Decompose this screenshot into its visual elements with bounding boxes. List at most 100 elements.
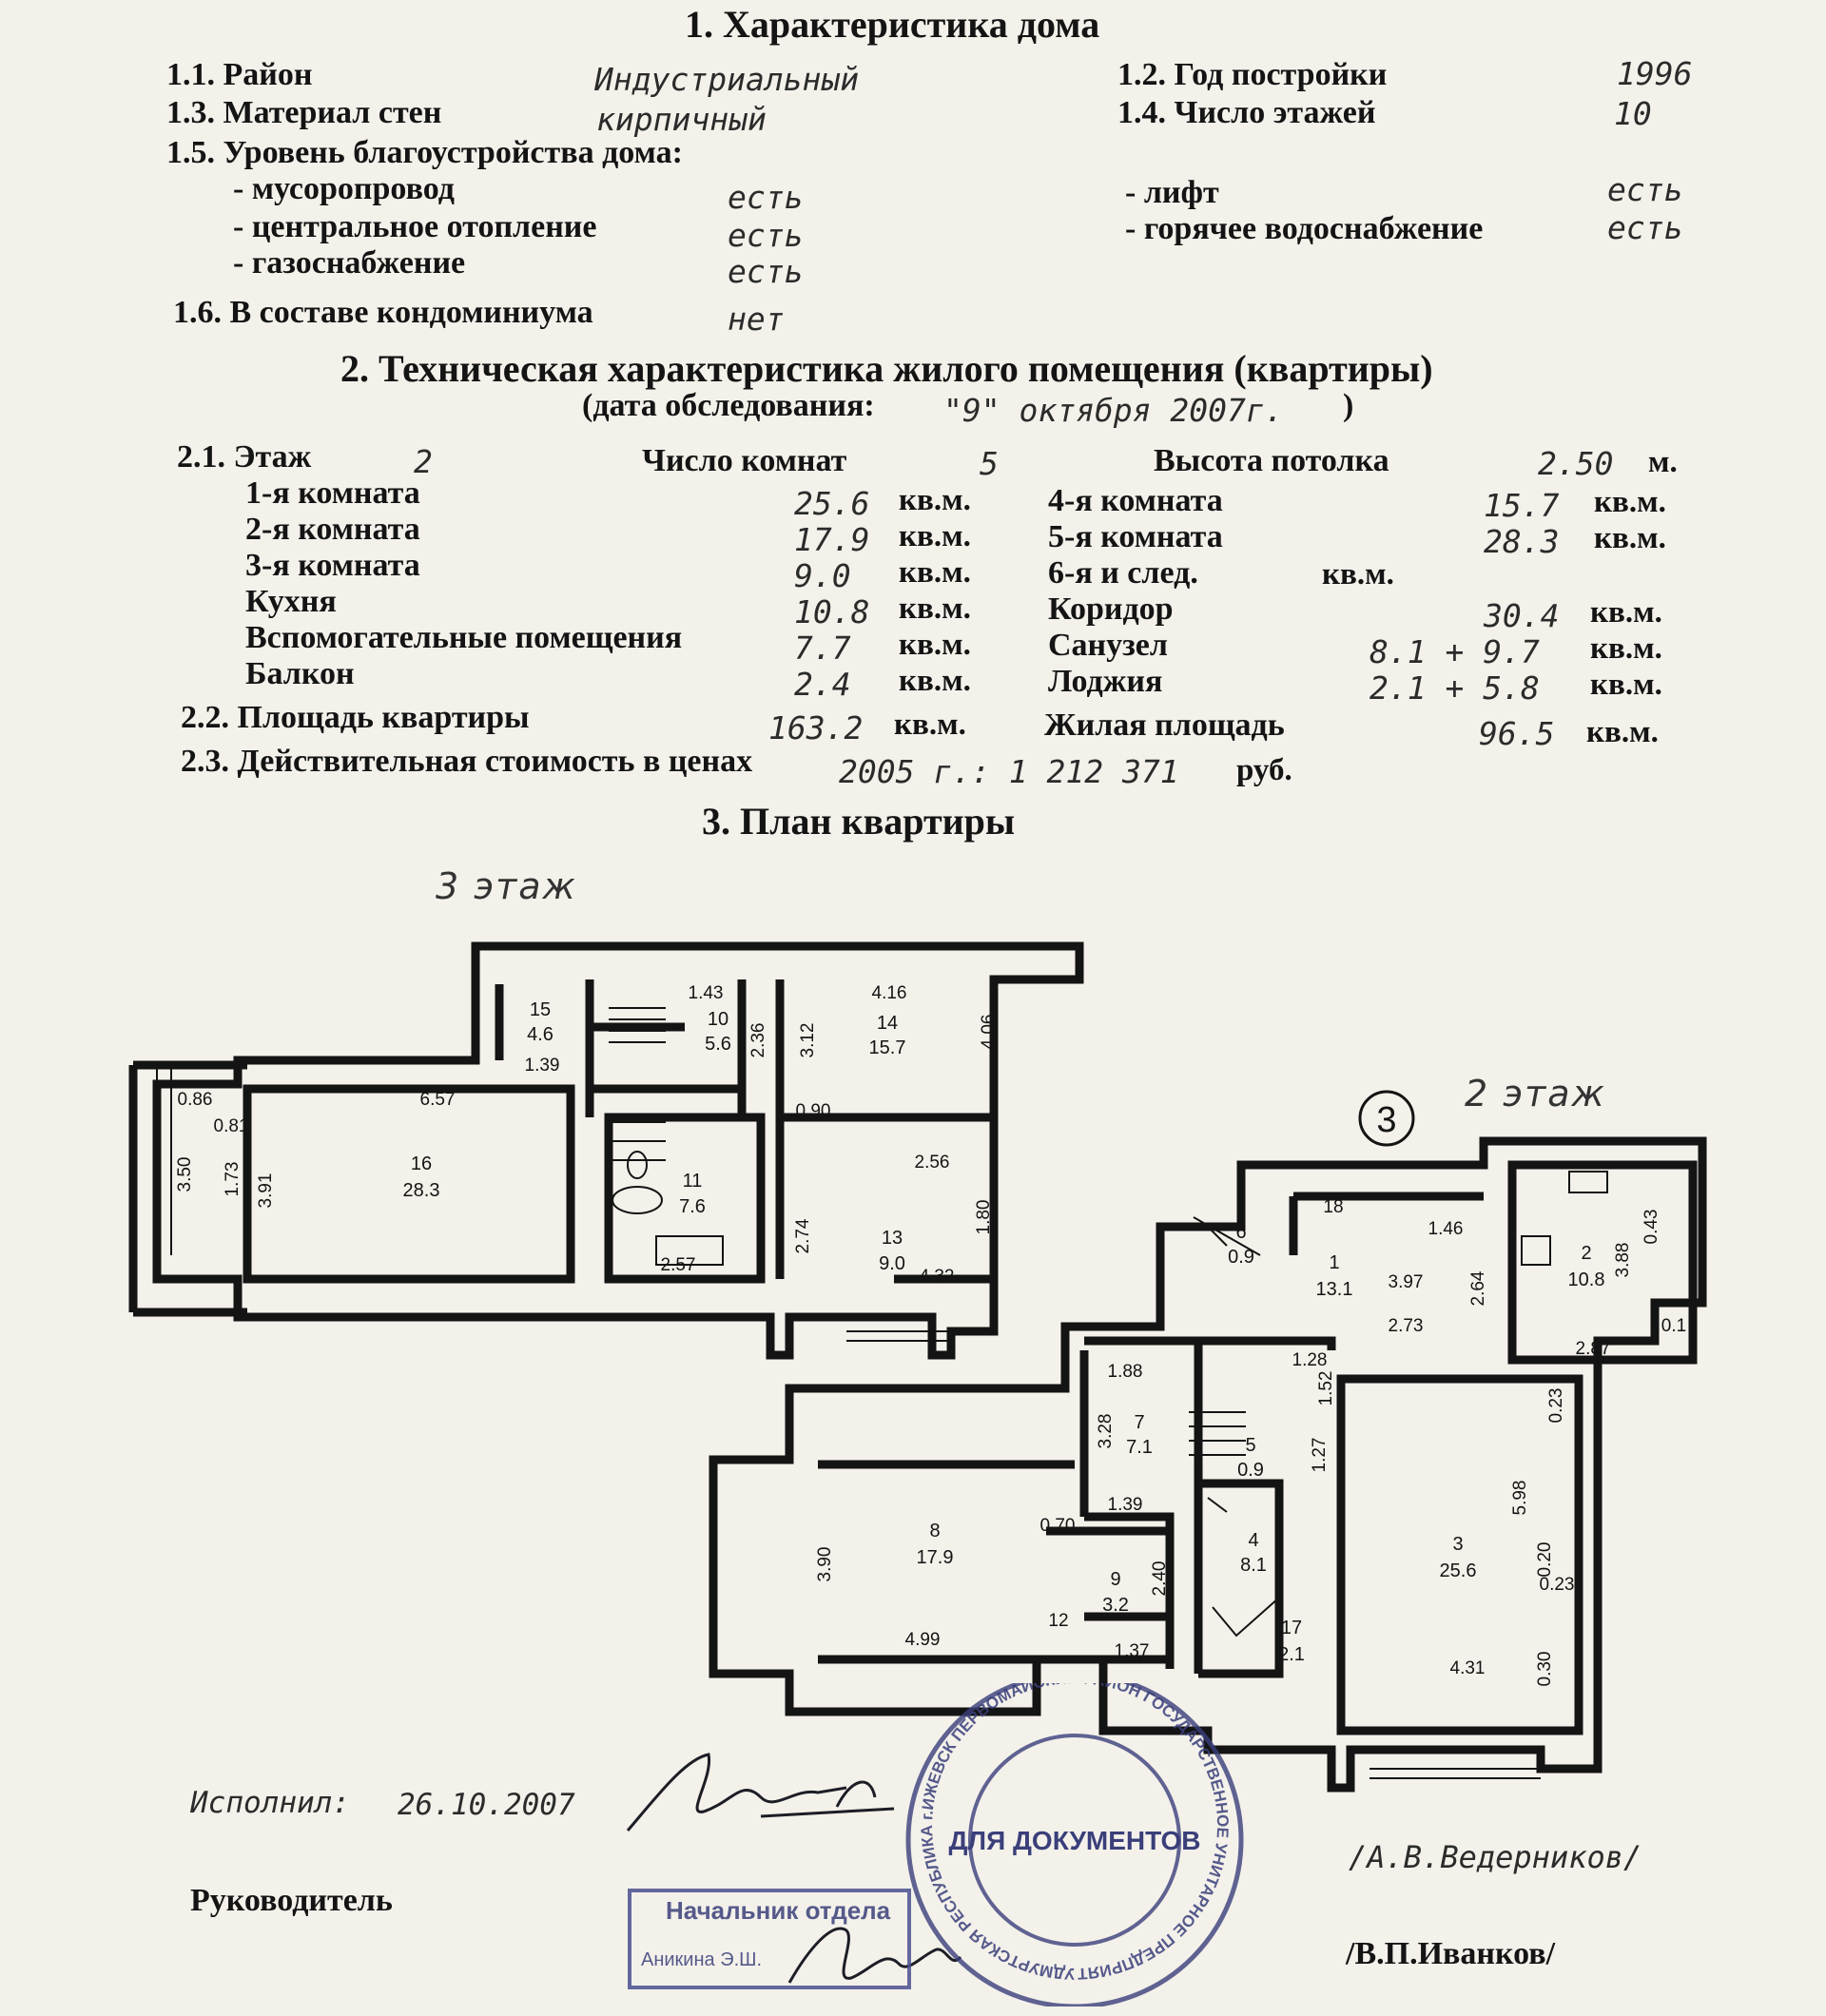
room-area: 5.6 (705, 1034, 731, 1055)
dimension-label: 1.80 (974, 1200, 994, 1235)
dimension-label: 4.32 (920, 1267, 955, 1287)
amenity-label: - центральное отопление (233, 209, 597, 244)
amenity-label: - лифт (1125, 175, 1219, 210)
amenity-value: есть (728, 179, 804, 216)
amenities-label: 1.5. Уровень благоустройства дома: (166, 135, 683, 170)
floors-value: 10 (1614, 95, 1652, 132)
dimension-label: 1.37 (1115, 1641, 1150, 1661)
floor-label: 2.1. Этаж (177, 439, 312, 475)
room-area: 7.1 (1126, 1437, 1153, 1458)
room-label: 3-я комната (245, 548, 420, 583)
executed-label: Исполнил: (190, 1786, 350, 1820)
dimension-label: 1.39 (525, 1056, 560, 1076)
room-area: 9.0 (794, 557, 851, 594)
condominium-label: 1.6. В составе кондоминиума (173, 295, 593, 330)
amenity-label: - горячее водоснабжение (1125, 211, 1484, 246)
dimension-label: 12 (1048, 1611, 1068, 1631)
walls-value: кирпичный (596, 101, 767, 138)
area-unit: кв.м. (899, 555, 971, 590)
room-area: 13.1 (1316, 1279, 1353, 1300)
head-name: /В.П.Иванков/ (1346, 1936, 1556, 1971)
room-label: Балкон (245, 656, 355, 691)
room-area: 0.9 (1237, 1460, 1264, 1481)
room-number: 5 (1245, 1435, 1255, 1456)
room-area: 30.4 (1484, 597, 1560, 634)
dimension-label: 3.12 (798, 1023, 818, 1058)
area-unit: кв.м. (1594, 485, 1666, 519)
dimension-label: 1.28 (1292, 1350, 1328, 1370)
section3-title: 3. План квартиры (702, 800, 1016, 843)
head-label: Руководитель (190, 1883, 393, 1918)
area-unit: кв.м. (1590, 631, 1662, 666)
dimension-label: 1.27 (1310, 1438, 1330, 1473)
stamp-box-name: Аникина Э.Ш. (641, 1949, 763, 1970)
dimension-label: 1.52 (1316, 1371, 1336, 1406)
floors-label: 1.4. Число этажей (1117, 95, 1376, 130)
dimension-label: 5.98 (1510, 1481, 1530, 1516)
area-unit: кв.м. (899, 483, 971, 517)
dimension-label: 1.46 (1428, 1219, 1464, 1239)
room-label: 2-я комната (245, 512, 420, 547)
floor2-label: 2 этаж (1465, 1073, 1606, 1115)
room-area: 8.1 (1240, 1555, 1267, 1576)
dimension-label: 2.64 (1468, 1270, 1488, 1306)
room-area: 25.6 (1440, 1560, 1477, 1581)
head-signature (787, 1927, 962, 1984)
room-area: 17.9 (917, 1547, 954, 1568)
dimension-label: 3.88 (1613, 1243, 1633, 1278)
room-number: 6 (1235, 1222, 1246, 1243)
area-unit: кв.м. (899, 628, 971, 662)
room-number: 16 (411, 1153, 432, 1174)
survey-date-prefix: (дата обследования: (582, 388, 875, 423)
room-area: 4.6 (527, 1024, 554, 1045)
room-area: 7.6 (679, 1196, 706, 1217)
dimension-label: 3.91 (256, 1173, 276, 1209)
dimension-label: 3.50 (175, 1157, 195, 1192)
apartment-area-label: 2.2. Площадь квартиры (181, 700, 530, 735)
room-label: Вспомогательные помещения (245, 620, 683, 655)
dimension-label: 3.90 (815, 1547, 835, 1582)
dimension-label: 2.56 (915, 1153, 950, 1173)
floor-value: 2 (414, 443, 433, 480)
area-unit: кв.м. (1590, 595, 1662, 630)
room-number: 10 (708, 1009, 728, 1030)
room-number: 15 (530, 999, 551, 1020)
room-label: Санузел (1048, 628, 1168, 663)
dimension-label: 18 (1323, 1197, 1343, 1217)
living-area-label: Жилая площадь (1044, 708, 1285, 743)
area-unit: кв.м. (899, 591, 971, 626)
room-area: 25.6 (794, 485, 870, 522)
floor3-label: 3 этаж (436, 865, 577, 907)
room-area: 10.8 (794, 593, 870, 630)
dimension-label: 4.16 (872, 983, 907, 1003)
area-unit: кв.м. (1586, 715, 1659, 749)
room-label: 1-я комната (245, 475, 420, 511)
room-area: 3.2 (1102, 1595, 1129, 1616)
room-number: 4 (1248, 1530, 1258, 1551)
room-number: 2 (1581, 1243, 1591, 1264)
area-unit: кв.м. (1322, 557, 1394, 591)
dimension-label: 0.23 (1546, 1388, 1566, 1424)
ceiling-unit: м. (1648, 445, 1678, 479)
executed-date: 26.10.2007 (398, 1788, 575, 1822)
room-number: 8 (929, 1521, 940, 1541)
walls-label: 1.3. Материал стен (166, 95, 442, 130)
dimension-label: 1.43 (689, 983, 724, 1003)
room-area: 7.7 (794, 630, 851, 667)
amenity-value: есть (728, 217, 804, 254)
department-stamp: Начальник отдела Аникина Э.Ш. (628, 1889, 911, 1989)
room-number: 3 (1452, 1534, 1463, 1555)
dimension-label: 0.70 (1040, 1516, 1076, 1536)
room-number: 1 (1329, 1252, 1339, 1273)
executor-signature (626, 1753, 895, 1832)
stamp-center-text: ДЛЯ ДОКУМЕНТОВ (948, 1826, 1200, 1855)
area-unit: кв.м. (894, 708, 966, 742)
dimension-label: 4.99 (905, 1630, 941, 1650)
room-area: 15.7 (869, 1037, 906, 1058)
district-label: 1.1. Район (166, 57, 313, 92)
rooms-count-label: Число комнат (642, 443, 847, 478)
apartment-area-value: 163.2 (768, 709, 864, 746)
room-number: 7 (1134, 1412, 1144, 1433)
living-area-value: 96.5 (1479, 715, 1555, 752)
room-number: 9 (1110, 1569, 1120, 1590)
